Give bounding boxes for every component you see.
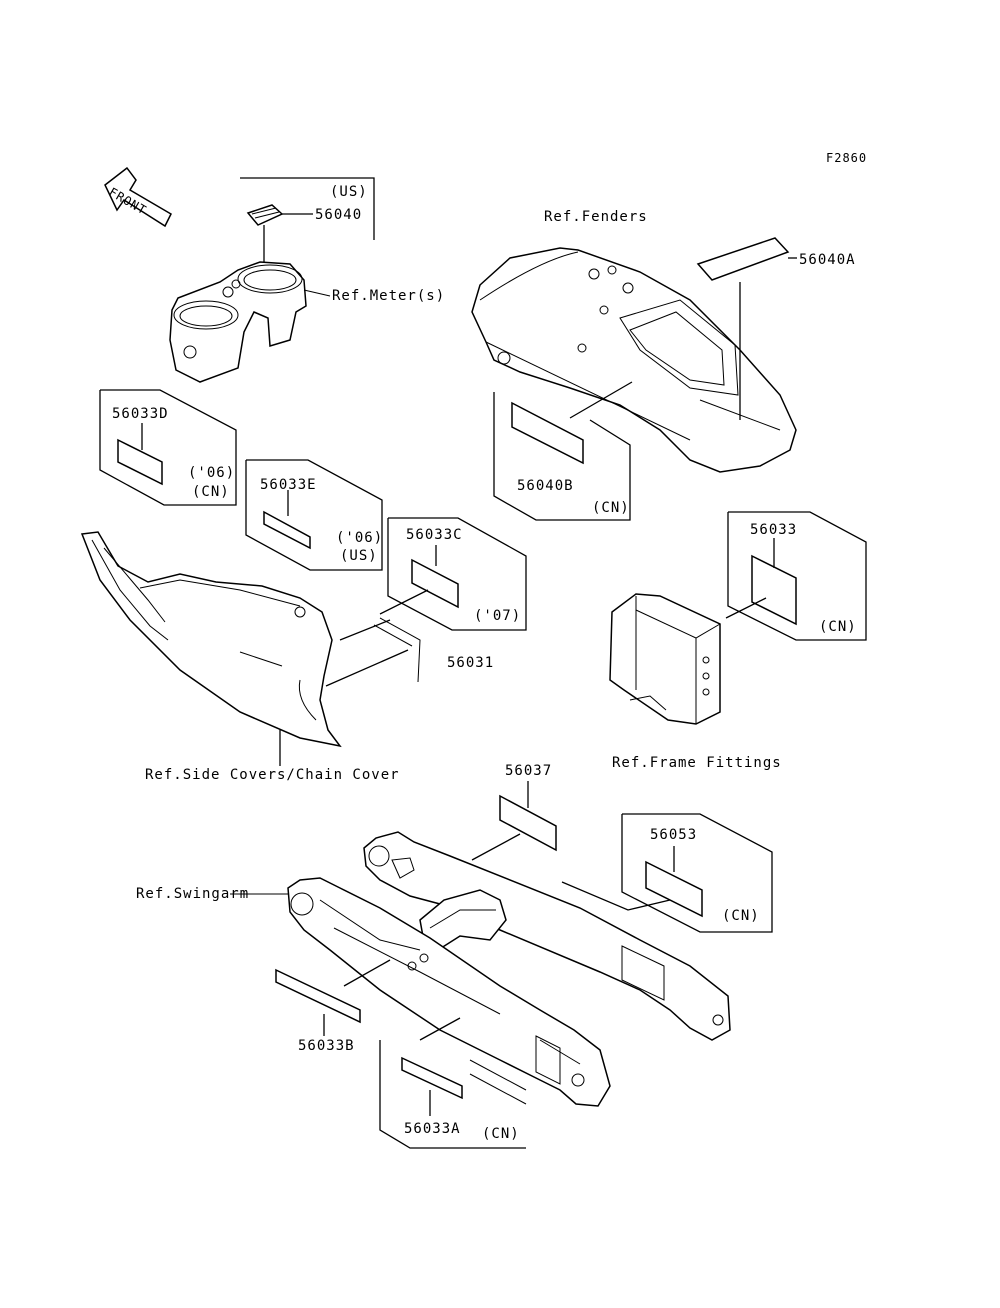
ref-fenders: Ref.Fenders — [544, 209, 648, 225]
note-us-56033e: (US) — [340, 548, 378, 564]
ref-swingarm: Ref.Swingarm — [136, 886, 250, 902]
ref-meters: Ref.Meter(s) — [332, 288, 446, 304]
part-56033c: 56033C — [406, 527, 463, 543]
label-56033-group — [725, 511, 867, 641]
figure-id: F2860 — [826, 151, 868, 165]
note-cn-56033d: (CN) — [192, 484, 230, 500]
part-56033d: 56033D — [112, 406, 169, 422]
part-56033: 56033 — [750, 522, 798, 538]
label-56031-group — [325, 617, 421, 687]
part-56053: 56053 — [650, 827, 698, 843]
part-56040: 56040 — [315, 207, 363, 223]
part-56040a: 56040A — [799, 252, 856, 268]
swingarm — [230, 831, 731, 1107]
ref-side-covers: Ref.Side Covers/Chain Cover — [145, 767, 400, 783]
label-56033d-group — [99, 389, 237, 506]
meter-housing — [169, 261, 331, 383]
note-cn-56033a: (CN) — [482, 1126, 520, 1142]
label-56053-group — [561, 813, 773, 933]
side-cover — [80, 531, 342, 766]
note-cn-56053: (CN) — [722, 908, 760, 924]
part-56033e: 56033E — [260, 477, 317, 493]
label-56033b-group — [275, 959, 391, 1036]
part-56040b: 56040B — [517, 478, 574, 494]
note-cn-56040b: (CN) — [592, 500, 630, 516]
part-56033b: 56033B — [298, 1038, 355, 1054]
front-arrow-icon — [104, 166, 172, 228]
rear-fender — [471, 247, 797, 473]
frame-fitting — [609, 593, 721, 725]
ref-frame-fittings: Ref.Frame Fittings — [612, 755, 782, 771]
part-56037: 56037 — [505, 763, 553, 779]
note-cn-56033: (CN) — [819, 619, 857, 635]
part-56033a: 56033A — [404, 1121, 461, 1137]
part-56031: 56031 — [447, 655, 495, 671]
note-07-56033c: ('07) — [474, 608, 522, 624]
label-56033c-group — [379, 517, 527, 631]
note-06-56033d: ('06) — [188, 465, 236, 481]
note-06-56033e: ('06) — [336, 530, 384, 546]
label-56033a-group — [379, 1017, 527, 1149]
label-56037-group — [471, 781, 557, 861]
label-56033e-group — [245, 459, 383, 571]
fender-label-lines — [493, 237, 797, 521]
note-us-meter: (US) — [330, 184, 368, 200]
